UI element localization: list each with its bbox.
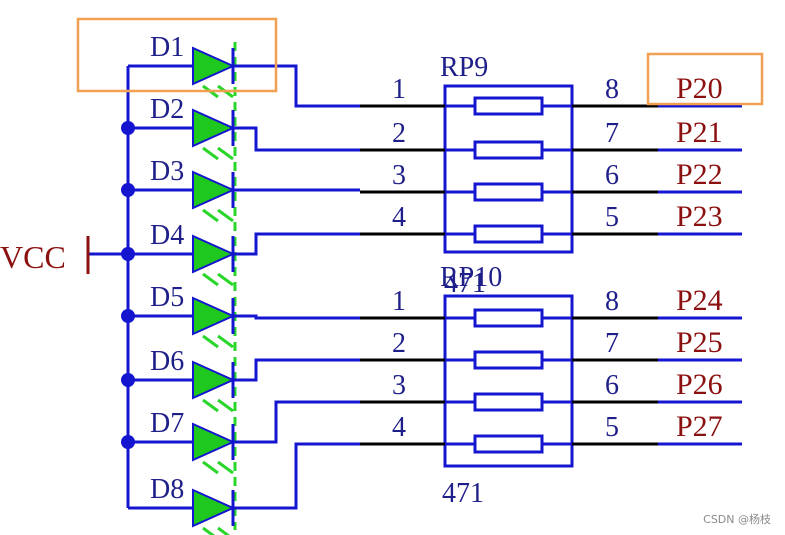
led-7-junction-dot bbox=[121, 435, 135, 449]
led-5-cathode-wire bbox=[233, 314, 360, 320]
led-2-diode-symbol bbox=[192, 108, 236, 148]
led-8-pack-pin-right: 5 bbox=[605, 412, 619, 443]
led-3-pack-pin-left: 3 bbox=[392, 160, 406, 191]
led-2-junction-dot bbox=[121, 121, 135, 135]
rp9-resistor-pack-body bbox=[443, 84, 574, 254]
led-5-emission-arrow-1 bbox=[202, 334, 219, 349]
led-8-resistor-body bbox=[473, 434, 544, 454]
led-4-designator: D4 bbox=[150, 220, 184, 251]
led-4-junction-dot bbox=[121, 247, 135, 261]
led-6-net-label: P25 bbox=[676, 326, 723, 359]
led-2-emission-arrow-2 bbox=[217, 146, 234, 161]
led-5-pack-pin-left: 1 bbox=[392, 286, 406, 317]
led-4-emission-arrow-1 bbox=[202, 272, 219, 287]
led-7-net-label: P26 bbox=[676, 368, 723, 401]
led-6-pack-pin-left: 2 bbox=[392, 328, 406, 359]
led-8-cathode-wire bbox=[233, 442, 360, 510]
led-1-diode-symbol bbox=[192, 46, 236, 86]
led-2-resistor-body bbox=[473, 140, 544, 160]
led-7-cathode-wire bbox=[233, 400, 360, 444]
led-2-pack-pin-left: 2 bbox=[392, 118, 406, 149]
led-7-designator: D7 bbox=[150, 408, 184, 439]
led-8-pack-pin-left: 4 bbox=[392, 412, 406, 443]
led-6-pack-pin-right: 7 bbox=[605, 328, 619, 359]
led-3-pack-pin-right: 6 bbox=[605, 160, 619, 191]
led-4-resistor-body bbox=[473, 224, 544, 244]
led-3-resistor-body bbox=[473, 182, 544, 202]
rp10-resistor-pack-body bbox=[443, 294, 574, 468]
led-1-designator: D1 bbox=[150, 32, 184, 63]
led-5-net-label: P24 bbox=[676, 284, 723, 317]
watermark: CSDN @杨枝 bbox=[703, 513, 771, 526]
led-3-junction-dot bbox=[121, 183, 135, 197]
led-6-diode-symbol bbox=[192, 360, 236, 400]
led-6-designator: D6 bbox=[150, 346, 184, 377]
led-5-diode-symbol bbox=[192, 296, 236, 336]
led-8-diode-symbol bbox=[192, 488, 236, 528]
led-8-designator: D8 bbox=[150, 474, 184, 505]
led-4-net-label: P23 bbox=[676, 200, 723, 233]
led-2-pack-pin-right: 7 bbox=[605, 118, 619, 149]
led-1-net-label: P20 bbox=[676, 72, 723, 105]
led-4-cathode-wire bbox=[233, 232, 360, 256]
led-8-emission-arrow-1 bbox=[202, 526, 216, 535]
led-3-emission-arrow-2 bbox=[217, 208, 234, 223]
highlight-box-p20 bbox=[646, 52, 764, 106]
led-4-pack-pin-left: 4 bbox=[392, 202, 406, 233]
led-7-pack-pin-right: 6 bbox=[605, 370, 619, 401]
led-3-emission-arrow-1 bbox=[202, 208, 219, 223]
led-7-pack-pin-left: 3 bbox=[392, 370, 406, 401]
led-3-diode-symbol bbox=[192, 170, 236, 210]
led-4-diode-symbol bbox=[192, 234, 236, 274]
led-5-pack-pin-right: 8 bbox=[605, 286, 619, 317]
led-8-net-label: P27 bbox=[676, 410, 723, 443]
led-2-designator: D2 bbox=[150, 94, 184, 125]
led-6-cathode-wire bbox=[233, 358, 360, 382]
led-6-emission-arrow-2 bbox=[217, 398, 234, 413]
led-7-emission-arrow-2 bbox=[217, 460, 234, 475]
led-1-resistor-body bbox=[473, 96, 544, 116]
led-7-diode-symbol bbox=[192, 422, 236, 462]
led-4-pack-pin-right: 5 bbox=[605, 202, 619, 233]
led-6-junction-dot bbox=[121, 373, 135, 387]
led-3-designator: D3 bbox=[150, 156, 184, 187]
led-6-resistor-body bbox=[473, 350, 544, 370]
led-2-net-label: P21 bbox=[676, 116, 723, 149]
rp9-designator: RP9 bbox=[440, 52, 488, 83]
led-2-cathode-wire bbox=[233, 126, 360, 152]
led-6-emission-arrow-1 bbox=[202, 398, 219, 413]
led-7-resistor-body bbox=[473, 392, 544, 412]
led-3-net-label: P22 bbox=[676, 158, 723, 191]
led-8-emission-arrow-2 bbox=[217, 526, 231, 535]
led-5-emission-arrow-2 bbox=[217, 334, 234, 349]
led-1-cathode-wire bbox=[233, 64, 360, 108]
led-2-emission-arrow-1 bbox=[202, 146, 219, 161]
vcc-label: VCC bbox=[0, 239, 66, 275]
rp10-designator: RP10 bbox=[440, 262, 502, 293]
led-4-emission-arrow-2 bbox=[217, 272, 234, 287]
led-5-designator: D5 bbox=[150, 282, 184, 313]
highlight-box-d1 bbox=[76, 17, 278, 93]
led-7-emission-arrow-1 bbox=[202, 460, 219, 475]
led-1-pack-pin-right: 8 bbox=[605, 74, 619, 105]
led-1-pack-pin-left: 1 bbox=[392, 74, 406, 105]
rp9-value: 471 bbox=[444, 268, 486, 299]
led-5-resistor-body bbox=[473, 308, 544, 328]
led-5-junction-dot bbox=[121, 309, 135, 323]
rp10-value: 471 bbox=[442, 478, 484, 509]
